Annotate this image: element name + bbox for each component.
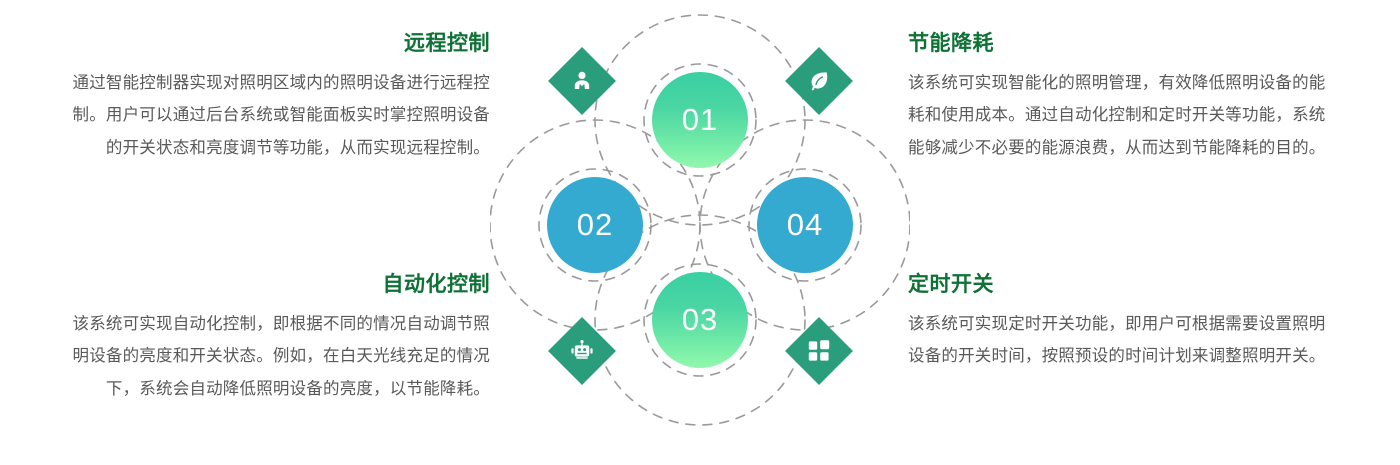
node-circle-02[interactable]: 02 xyxy=(547,177,643,273)
inner-ring-bottom xyxy=(643,263,757,377)
robot-icon xyxy=(569,338,595,364)
grid-icon xyxy=(806,338,832,364)
icon-badge-remote-control[interactable] xyxy=(548,47,616,115)
section-body-energy-saving: 该系统可实现智能化的照明管理，有效降低照明设备的能耗和使用成本。通过自动化控制和… xyxy=(908,74,1326,157)
section-body-remote-control: 通过智能控制器实现对照明区域内的照明设备进行远程控制。用户可以通过后台系统或智能… xyxy=(72,74,490,157)
section-energy-saving: 节能降耗 该系统可实现智能化的照明管理，有效降低照明设备的能耗和使用成本。通过自… xyxy=(908,31,1338,164)
inner-ring-right xyxy=(748,168,862,282)
icon-badge-timer-switch[interactable] xyxy=(785,317,853,385)
section-heading-energy-saving: 节能降耗 xyxy=(908,32,994,55)
outer-ring-right xyxy=(699,119,910,331)
section-body-automation: 该系统可实现自动化控制，即根据不同的情况自动调节照明设备的亮度和开关状态。例如，… xyxy=(72,315,490,398)
node-label-02: 02 xyxy=(576,207,614,242)
inner-ring-top xyxy=(643,63,757,177)
section-heading-timer-switch: 定时开关 xyxy=(908,273,994,296)
section-timer-switch: 定时开关 该系统可实现定时开关功能，即用户可根据需要设置照明设备的开关时间，按照… xyxy=(908,272,1338,373)
section-heading-remote-control: 远程控制 xyxy=(404,32,490,55)
node-label-03: 03 xyxy=(681,302,719,337)
node-circle-03[interactable]: 03 xyxy=(652,272,748,368)
center-diagram: 01 02 03 04 xyxy=(490,0,910,465)
icon-badge-automation[interactable] xyxy=(548,317,616,385)
node-label-04: 04 xyxy=(786,207,824,242)
section-automation: 自动化控制 该系统可实现自动化控制，即根据不同的情况自动调节照明设备的亮度和开关… xyxy=(60,272,490,405)
node-label-01: 01 xyxy=(681,102,719,137)
inner-ring-left xyxy=(538,168,652,282)
section-remote-control: 远程控制 通过智能控制器实现对照明区域内的照明设备进行远程控制。用户可以通过后台… xyxy=(60,31,490,164)
user-tie-icon xyxy=(569,68,595,94)
section-heading-automation: 自动化控制 xyxy=(382,273,490,296)
node-circle-04[interactable]: 04 xyxy=(757,177,853,273)
leaf-icon xyxy=(806,68,832,94)
section-body-timer-switch: 该系统可实现定时开关功能，即用户可根据需要设置照明设备的开关时间，按照预设的时间… xyxy=(908,315,1326,366)
icon-badge-energy-saving[interactable] xyxy=(785,47,853,115)
node-circle-01[interactable]: 01 xyxy=(652,72,748,168)
